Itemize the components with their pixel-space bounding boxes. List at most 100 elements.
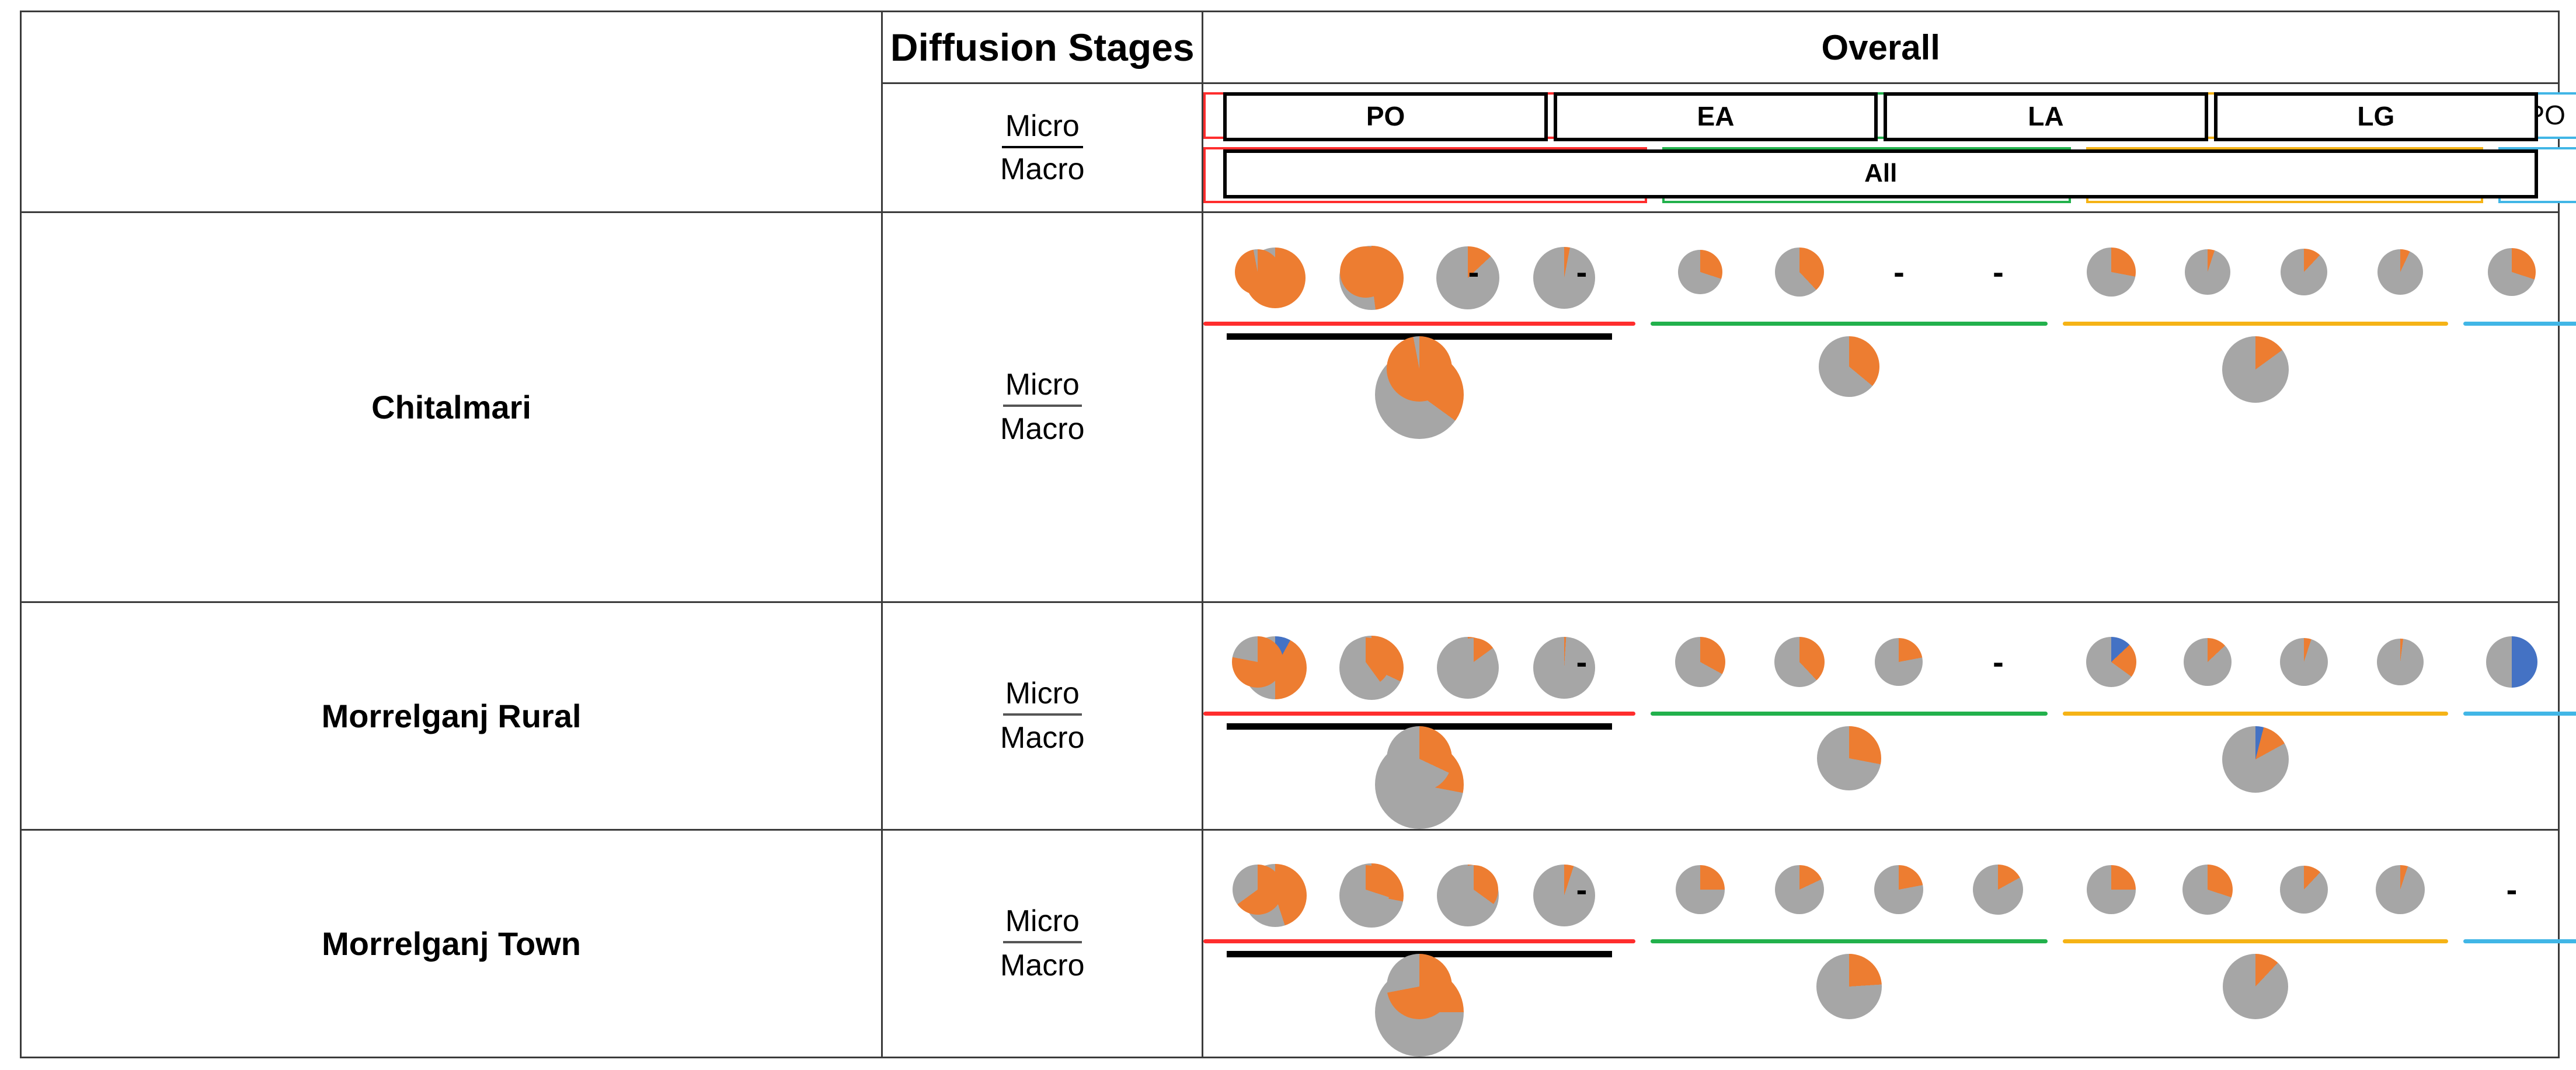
pie-slot (2493, 954, 2576, 1019)
pie-chart (2183, 638, 2232, 686)
pie-slot (2159, 638, 2255, 686)
micro-label: Micro (1002, 905, 1082, 943)
stage-group-1: - (1203, 846, 1636, 1019)
stage-group-4: -- (2463, 846, 2576, 1019)
pie-chart (1533, 865, 1595, 926)
row-label-chitalmari: Chitalmari (19, 211, 883, 603)
pie-slot (1233, 336, 1606, 402)
pie-slot (1750, 865, 1849, 914)
macro-pie-row (1203, 336, 1635, 402)
table-row: Morrelganj Rural Micro Macro ---- (19, 601, 2576, 831)
overall-legend-code-lg[interactable]: LG (2213, 92, 2539, 141)
pie-slot: - (1527, 256, 1635, 288)
pie-slot (1849, 638, 1948, 686)
pie-slot (1651, 865, 1750, 914)
group-divider-line (2463, 322, 2576, 326)
macro-pie-row (1651, 954, 2048, 1019)
pie-chart (2086, 637, 2136, 687)
micro-label: Micro (1001, 110, 1083, 148)
corner-cell (19, 11, 883, 213)
pie-slot (2255, 249, 2352, 295)
pie-slot (1311, 865, 1419, 914)
pie-chart (1232, 865, 1283, 915)
overall-legend-code-la[interactable]: LA (1884, 92, 2208, 141)
micro-macro-label: Micro Macro (883, 110, 1202, 186)
micro-macro-label: Micro Macro (883, 905, 1202, 982)
pie-chart (2086, 865, 2136, 914)
micro-pie-row (1651, 846, 2048, 933)
row-overall-morrelganj-town (1202, 829, 2560, 1058)
pie-slot (2255, 638, 2352, 686)
pie-slot (1311, 246, 1419, 298)
macro-label: Macro (1000, 152, 1085, 186)
stage-group-3 (2063, 618, 2449, 793)
stage-group-4: -- (2463, 618, 2576, 792)
overall-legend-code-po[interactable]: PO (1223, 92, 1548, 141)
macro-pie-row (1651, 726, 2048, 790)
pie-slot: - (1948, 646, 2048, 678)
no-data-dash: - (1576, 871, 1588, 908)
micro-pie-row: - (2463, 228, 2576, 316)
macro-label: Macro (1000, 412, 1085, 446)
macro-pie-row (2063, 954, 2448, 1019)
matrix-table: Diffusion Stages Overall Micro Macro POE… (19, 11, 2576, 1058)
micro-pie-row (2063, 228, 2448, 316)
pie-slot (2255, 866, 2352, 914)
pie-slot: - (1419, 256, 1527, 288)
row-micromacro-morrelganj-town: Micro Macro (881, 829, 1204, 1058)
overall-legend-macro-label[interactable]: All (1223, 149, 2538, 198)
pie-chart (1678, 250, 1723, 294)
pie-chart (1675, 637, 1726, 687)
pie-slot (1750, 248, 1849, 297)
pie-chart (1436, 246, 1499, 309)
stage-group-2: - (1651, 618, 2048, 790)
table-row: Morrelganj Town Micro Macro --- (19, 829, 2576, 1058)
page-title: Diffusion Stages (890, 26, 1195, 69)
pie-slot (2352, 865, 2448, 914)
header-title-row: Diffusion Stages Overall (19, 11, 2560, 213)
stage-group-2: -- (1651, 228, 2048, 397)
macro-pie-row (2463, 336, 2576, 402)
stage-group-2 (1651, 846, 2048, 1019)
pie-chart (1234, 249, 1280, 295)
group-divider-line (2063, 322, 2449, 326)
micro-pie-row: - (1203, 618, 1635, 706)
pie-slot: - (1849, 256, 1948, 288)
no-data-dash: - (1576, 253, 1588, 290)
table-row: Chitalmari Micro Macro ----- (19, 211, 2576, 603)
group-divider-line (2463, 939, 2576, 943)
micro-pie-row: -- (2463, 618, 2576, 706)
micro-pie-row: -- (1203, 228, 1635, 316)
pie-chart (2279, 638, 2328, 686)
micro-label: Micro (1002, 368, 1082, 407)
pie-slot (1516, 865, 1612, 926)
no-data-dash: - (1576, 643, 1588, 680)
macro-pie-row (2463, 726, 2576, 792)
row-micromacro-morrelganj-rural: Micro Macro (881, 601, 1204, 831)
pie-chart (2376, 639, 2424, 685)
pie-slot (1419, 246, 1516, 309)
pie-slot (1203, 865, 1311, 915)
stage-group-3 (2063, 228, 2449, 403)
no-data-dash: - (1893, 253, 1905, 290)
pie-chart (1973, 865, 2024, 915)
macro-label: Macro (1000, 948, 1085, 982)
overall-legend-code-ea[interactable]: EA (1553, 92, 1878, 141)
no-data-dash: - (1993, 253, 2004, 290)
pie-slot (1680, 726, 2018, 790)
group-divider-line (1651, 939, 2048, 943)
overall-header-cell: Overall (1202, 11, 2560, 84)
pie-chart (2222, 726, 2289, 793)
pie-slot (2063, 248, 2159, 297)
pie-chart (1339, 246, 1391, 298)
micro-label: Micro (1002, 677, 1082, 716)
pie-chart (1874, 865, 1924, 914)
macro-pie-row (2463, 954, 2576, 1019)
pie-slot (2092, 954, 2419, 1019)
pie-slot: - (1527, 873, 1635, 906)
pie-chart (1875, 638, 1923, 686)
pie-slot (1849, 865, 1948, 914)
group-divider-line (2463, 712, 2576, 716)
